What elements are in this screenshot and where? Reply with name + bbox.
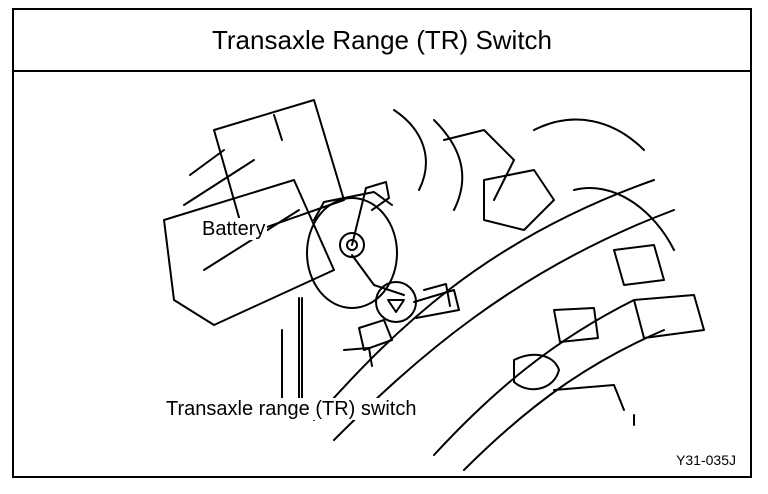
figure-code: Y31-035J [676, 452, 736, 468]
figure-frame: Transaxle Range (TR) Switch [12, 8, 752, 478]
title-bar: Transaxle Range (TR) Switch [14, 10, 750, 72]
background-components [393, 109, 705, 426]
leader-lines [281, 297, 303, 411]
hose-lines [313, 179, 675, 471]
battery-drawing [163, 99, 345, 326]
engine-bay-illustration [163, 99, 705, 471]
tr-switch-label: Transaxle range (TR) switch [164, 398, 419, 420]
battery-label: Battery [200, 218, 268, 240]
tr-switch-drawing [306, 181, 460, 367]
figure-title: Transaxle Range (TR) Switch [211, 24, 553, 55]
